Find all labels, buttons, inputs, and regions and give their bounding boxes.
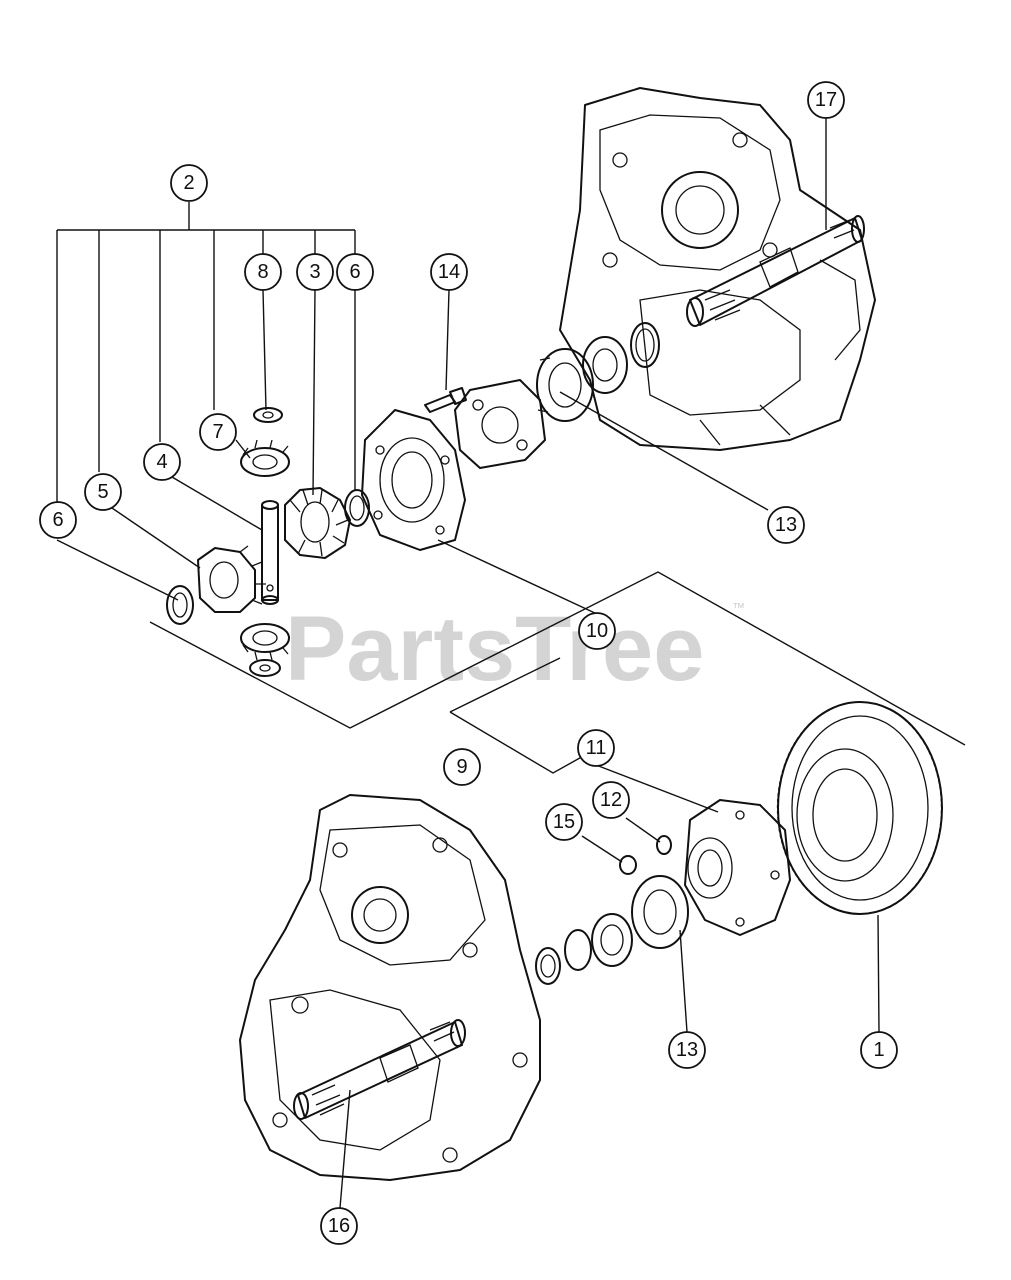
callout-4-label: 4: [156, 451, 167, 473]
callout-10-label: 10: [586, 620, 608, 642]
bearing-bottom-small: [591, 913, 633, 967]
callout-15: 15: [545, 803, 583, 841]
callout-8-label: 8: [257, 261, 268, 283]
washer-8-top: [253, 407, 283, 423]
side-gear-5: [197, 545, 266, 613]
axle-shaft-16: [293, 1019, 466, 1120]
watermark-trademark: ™: [732, 600, 745, 615]
callout-6-top-label: 6: [349, 261, 360, 283]
ring-gear-1: [776, 701, 943, 915]
callout-2: 2: [170, 164, 208, 202]
callout-2-label: 2: [183, 172, 194, 194]
bearing-13-top: [536, 348, 594, 422]
bearing-top-small: [582, 336, 628, 394]
thrust-washer-6-top: [344, 489, 370, 527]
transaxle-housing-bottom: [239, 794, 541, 1181]
callout-16-label: 16: [328, 1215, 350, 1237]
transaxle-housing-top: [559, 87, 876, 451]
bearing-13-bottom: [631, 875, 689, 949]
callout-15-label: 15: [553, 811, 575, 833]
callout-6-top: 6: [336, 253, 374, 291]
axle-shaft-17: [686, 215, 865, 327]
seal-ring-bottom-2: [535, 947, 561, 985]
callout-4: 4: [143, 443, 181, 481]
callout-7: 7: [199, 413, 237, 451]
callout-17: 17: [807, 81, 845, 119]
callout-13-bottom-label: 13: [676, 1039, 698, 1061]
callout-13-bottom: 13: [668, 1031, 706, 1069]
callout-5-label: 5: [97, 481, 108, 503]
callout-17-label: 17: [815, 89, 837, 111]
washer-12: [656, 835, 672, 855]
callout-13-top: 13: [767, 506, 805, 544]
pinion-shaft-4: [261, 500, 279, 605]
group-bracket-2: [56, 202, 356, 522]
seal-ring-top: [630, 322, 660, 368]
thrust-washer-6-left: [166, 585, 194, 625]
callout-16: 16: [320, 1207, 358, 1245]
callout-14-label: 14: [438, 261, 460, 283]
nut-15: [619, 855, 637, 875]
callout-5: 5: [84, 473, 122, 511]
group-bracket-10: [149, 571, 966, 746]
callout-13-top-label: 13: [775, 514, 797, 536]
callout-11-label: 11: [586, 737, 607, 759]
bolt-14: [424, 387, 467, 413]
differential-case-11: [684, 799, 791, 936]
callout-1-label: 1: [873, 1039, 884, 1061]
pinion-gear-7-top: [240, 439, 290, 477]
leader-lines: [56, 118, 880, 1209]
callout-14: 14: [430, 253, 468, 291]
callout-12: 12: [592, 781, 630, 819]
watermark-text: PartsTree: [285, 598, 704, 700]
callout-11: 11: [577, 729, 615, 767]
callout-3: 3: [296, 253, 334, 291]
callout-7-label: 7: [212, 421, 223, 443]
pinion-gear-bottom: [240, 623, 290, 661]
callout-6-left: 6: [39, 501, 77, 539]
differential-case-half: [361, 409, 466, 551]
flange-hub: [454, 379, 546, 469]
callout-3-label: 3: [309, 261, 320, 283]
callout-9-label: 9: [456, 756, 467, 778]
seal-ring-bottom-1: [564, 929, 592, 971]
washer-bottom: [249, 659, 281, 677]
side-gear-3: [284, 487, 351, 559]
callout-1: 1: [860, 1031, 898, 1069]
watermark: PartsTree ™: [285, 598, 745, 700]
callout-6-left-label: 6: [52, 509, 63, 531]
callout-10: 10: [578, 612, 616, 650]
callout-9: 9: [443, 748, 481, 786]
callout-8: 8: [244, 253, 282, 291]
callout-12-label: 12: [600, 789, 622, 811]
